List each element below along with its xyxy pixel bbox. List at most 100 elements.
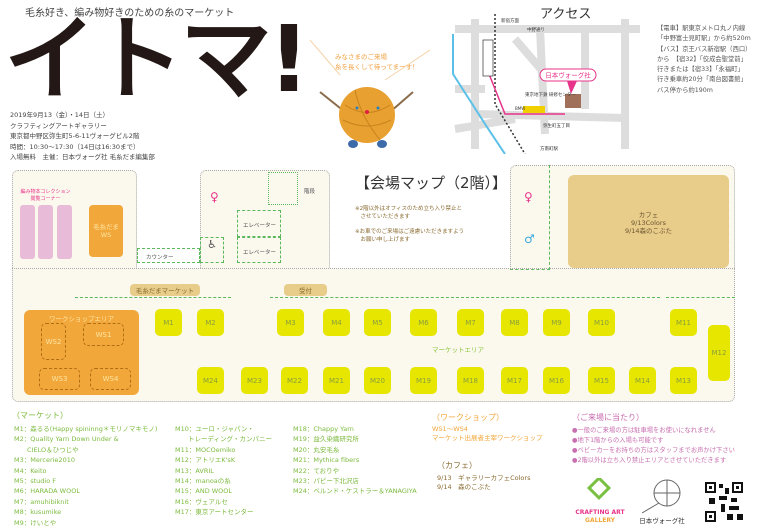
event-info: 2019年9月13（金）・14日（土） クラフティングアートギャラリー 東京都中… [10,110,155,163]
booth-m10: M10 [588,309,615,336]
mascot-message: みなさまのご来場糸を長くして待ってまーす！ [335,52,419,72]
notice-item: ●ベビーカーをお持ちの方はスタッフまでお声かけ下さい [572,447,735,454]
notice-title: （ご来場に当たり） [572,413,644,422]
booth-m16: M16 [543,367,570,394]
booth-m12: M12 [708,325,730,381]
female-restroom-icon: ♀ [210,190,219,204]
notice-list: ●一般のご来場の方は駐車場をお使いになれません ●地下1階からの入場も可能です ●ベ… [572,426,735,466]
booth-m17: M17 [501,367,528,394]
elevator-label: エレベーター [243,223,277,229]
qr-code-icon[interactable] [705,482,743,522]
male-restroom-icon: ♂ [524,232,535,246]
booth-m13: M13 [670,367,697,394]
mascot-line: みなさまのご来場 [335,53,387,61]
booth-m9: M9 [543,309,570,336]
bookshelf [38,205,53,259]
booth-m19: M19 [410,367,437,394]
cafe-line: カフェ [638,211,659,219]
label-line: 編み物本コレクション [20,189,71,195]
label-line: 閲覧コーナー [30,196,61,202]
workshop-legend-text: WS1〜WS4 マーケット出展者主宰ワークショップ [432,425,543,442]
ws3: WS3 [39,368,80,390]
nihon-vogue-logo-icon: 日本ヴォーグ社 [639,479,685,525]
booth-m1: M1 [155,309,182,336]
reception-label: 受付 [284,284,327,296]
note-line: ※お車でのご来場はご遠慮いただきますよう [355,229,465,235]
market-list-col2: M10：ユーロ・ジャパン・ トレーディング・カンパニー M11：MOCOemik… [175,425,273,517]
floor-middle-room [200,170,330,275]
label-line: WS [100,231,112,239]
notice-item: ●一般のご来場の方は駐車場をお使いになれません [572,427,716,434]
map-label: 東京地下鉄 研修センター [525,91,576,98]
elevator: エレベーター [237,210,281,237]
venue: クラフティングアートギャラリー [10,121,107,130]
map-label: 弥生町五丁目 [543,122,570,129]
workshop-area-label: ワークショップエリア [49,315,114,323]
booth-m8: M8 [501,309,528,336]
map-company-label: 日本ヴォーグ社 [545,71,591,80]
booth-m2: M2 [197,309,224,336]
stairs-icon [268,172,298,205]
market-list-col1: M1：森るる(Happy spininng＊モリノマキモノ) M2：Qualit… [14,425,158,527]
accessible-restroom-icon: ♿ [200,237,224,263]
subtitle: 毛糸好き、編み物好きのための糸のマーケット [25,8,235,19]
bookshelf [20,205,35,259]
note-line: させていただきます [355,214,411,220]
vogue-logo-text: 日本ヴォーグ社 [639,516,685,525]
counter: カウンター [137,248,200,263]
cafe-legend-title: （カフェ） [437,461,477,470]
booth-m20: M20 [364,367,391,394]
workshop-legend-title: （ワークショップ） [432,413,504,422]
mascot-line: 糸を長くして待ってまーす！ [335,63,419,71]
collection-corner-label: 編み物本コレクション閲覧コーナー [18,188,73,202]
ws2: WS2 [41,323,66,360]
notice-item: ●2階以外は立ち入り禁止エリアとさせていただきます [572,457,727,464]
restroom-block [510,165,550,270]
floor-notes: ※2階以外はオフィスのため立ち入り禁止と させていただきます ※お車でのご来場は… [355,205,464,244]
workshop-area: ワークショップエリア WS2 WS1 WS3 WS4 [24,310,139,395]
ws1: WS1 [83,323,124,346]
booth-m24: M24 [197,367,224,394]
note-line: ※2階以外はオフィスのため立ち入り禁止と [355,206,462,212]
floor-map-title: 【会場マップ（2階）】 [355,174,508,192]
booth-m11: M11 [670,309,697,336]
date: 2019年9月13（金）・14日（土） [10,111,109,119]
ws4: WS4 [90,368,131,390]
booth-m23: M23 [241,367,268,394]
booth-m5: M5 [364,309,391,336]
booth-m6: M6 [410,309,437,336]
access-map: 日本ヴォーグ社 新宿方面 中野通り 東京地下鉄 研修センター BMW 弥生町五丁… [452,14,640,154]
notice-item: ●地下1階からの入場も可能です [572,437,664,444]
svg-text:CRAFTING ART: CRAFTING ART [575,509,625,516]
counter-label: カウンター [146,255,174,261]
market-legend-title: （マーケット） [12,411,68,420]
booth-m4: M4 [323,309,350,336]
female-restroom-icon: ♀ [524,190,533,204]
divider [75,297,231,298]
access-title: アクセス [540,7,592,22]
booth-m22: M22 [281,367,308,394]
booth-m3: M3 [277,309,304,336]
market-area-label: マーケットエリア [432,346,484,354]
note-line: お願い申し上げます [355,237,411,243]
booth-m21: M21 [323,367,350,394]
map-label: 新宿方面 [501,17,519,24]
hours: 時間：10:30〜17:30（14日は16:30まで） [10,142,140,151]
event-logo: イトマ! [4,6,310,113]
booth-m14: M14 [629,367,656,394]
booth-m18: M18 [457,367,484,394]
keito-market-label: 毛糸だまマーケット [130,284,200,296]
map-label: 方南町駅 [540,145,558,152]
elevator-label: エレベーター [243,250,277,256]
elevator: エレベーター [237,237,281,263]
cafe-line: 9/14森のこぶた [624,227,673,235]
address: 東京都中野区弥生町5-6-11ヴォーグビル2階 [10,132,140,140]
svg-text:GALLERY: GALLERY [585,517,616,524]
map-label: BMW [515,106,525,111]
divider [270,297,660,298]
booth-m15: M15 [588,367,615,394]
cafe-legend-text: 9/13 ギャラリーカフェColors 9/14 森のこぶた [437,474,531,491]
map-label: 中野通り [527,26,545,33]
